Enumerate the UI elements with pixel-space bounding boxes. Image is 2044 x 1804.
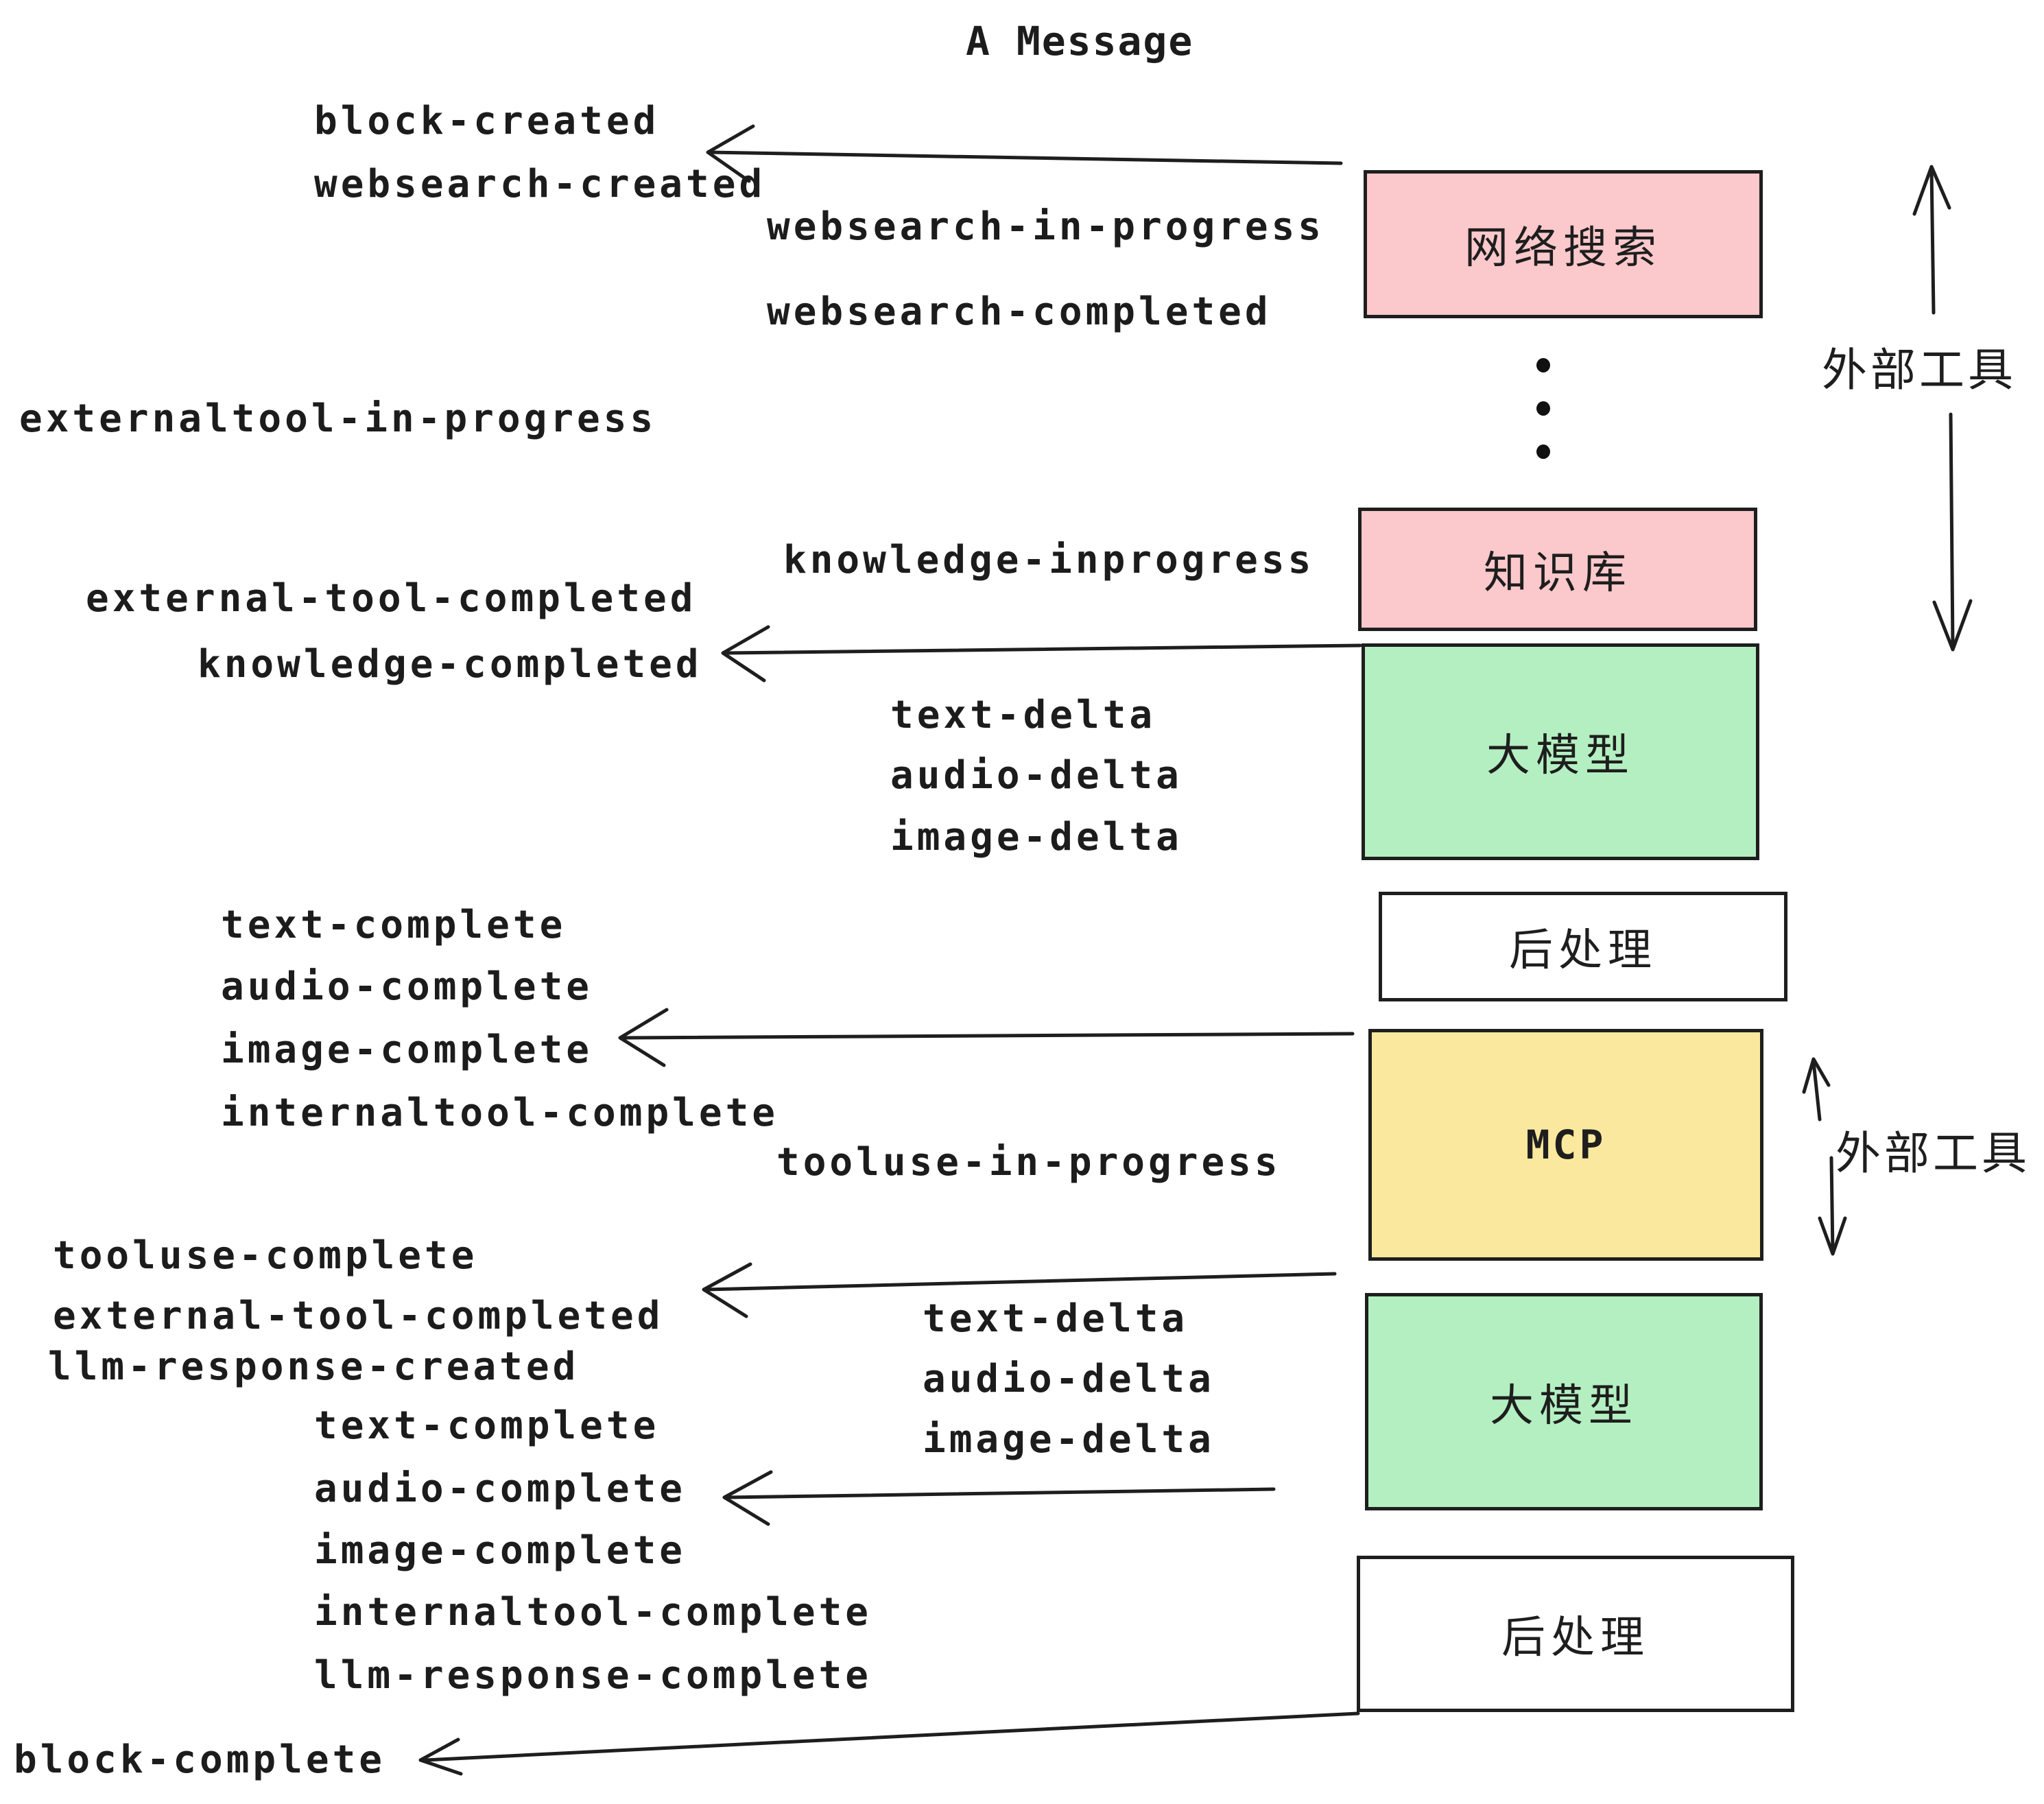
box-postprocess-1-label: 后处理 [1509,925,1657,976]
arrow-to-image-complete [618,1008,1355,1067]
arrow-to-block-complete [418,1711,1360,1776]
event-block-created: block-created [314,99,660,143]
event-text-delta-2: text-delta [923,1296,1189,1341]
box-llm-2: 大模型 [1365,1293,1763,1510]
external-tools-label-mcp: 外部工具 [1835,1127,2030,1180]
arrow-to-external-tool-completed [702,1262,1337,1318]
external-tools-down-arrow [1932,412,1973,652]
box-mcp-label: MCP [1525,1121,1606,1168]
event-text-delta-1: text-delta [890,693,1156,737]
event-image-delta-1: image-delta [890,815,1183,859]
external-tools-up-arrow [1912,165,1951,315]
event-audio-delta-2: audio-delta [923,1357,1215,1401]
event-image-delta-2: image-delta [923,1417,1215,1462]
event-internaltool-complete-2: internaltool-complete [314,1590,872,1635]
event-text-complete-1: text-complete [221,903,567,947]
event-websearch-created: websearch-created [314,162,766,206]
arrow-to-websearch-created [706,124,1343,183]
event-llm-response-created: llm-response-created [48,1344,580,1389]
box-knowledge-label: 知识库 [1484,548,1632,599]
box-postprocess-2: 后处理 [1357,1556,1794,1712]
event-websearch-in-progress: websearch-in-progress [767,204,1325,249]
box-llm-1: 大模型 [1362,643,1759,860]
event-audio-complete-1: audio-complete [221,964,593,1009]
box-websearch-label: 网络搜索 [1464,223,1662,274]
event-image-complete-2: image-complete [314,1528,687,1573]
event-externaltool-in-progress: externaltool-in-progress [19,396,657,441]
event-tooluse-in-progress: tooluse-in-progress [776,1140,1281,1185]
external-tools-label-top: 外部工具 [1822,344,2017,396]
box-postprocess-1: 后处理 [1379,892,1787,1001]
box-mcp: MCP [1368,1029,1763,1261]
event-websearch-completed: websearch-completed [767,289,1272,334]
box-llm-2-label: 大模型 [1490,1380,1638,1432]
event-knowledge-inprogress: knowledge-inprogress [783,538,1315,582]
mcp-up-arrow [1802,1057,1831,1121]
event-audio-complete-2: audio-complete [314,1467,687,1511]
event-block-complete: block-complete [14,1737,386,1782]
ellipsis-dots [1536,358,1550,459]
mcp-down-arrow [1818,1156,1847,1256]
diagram-title: A Message [966,18,1194,64]
box-knowledge: 知识库 [1358,508,1757,631]
box-websearch: 网络搜索 [1364,170,1763,318]
event-external-tool-completed-1: external-tool-completed [86,576,697,621]
event-tooluse-complete: tooluse-complete [53,1233,478,1278]
event-external-tool-completed-2: external-tool-completed [53,1294,664,1338]
event-audio-delta-1: audio-delta [890,753,1183,798]
event-knowledge-completed: knowledge-completed [198,642,702,687]
event-internaltool-complete-1: internaltool-complete [221,1091,779,1135]
event-image-complete-1: image-complete [221,1028,593,1072]
event-text-complete-2: text-complete [314,1403,660,1448]
event-llm-response-complete: llm-response-complete [314,1653,872,1698]
arrow-to-audio-complete [722,1470,1276,1526]
box-postprocess-2-label: 后处理 [1501,1613,1650,1663]
arrow-to-knowledge-completed [721,625,1362,683]
box-llm-1-label: 大模型 [1486,731,1635,781]
